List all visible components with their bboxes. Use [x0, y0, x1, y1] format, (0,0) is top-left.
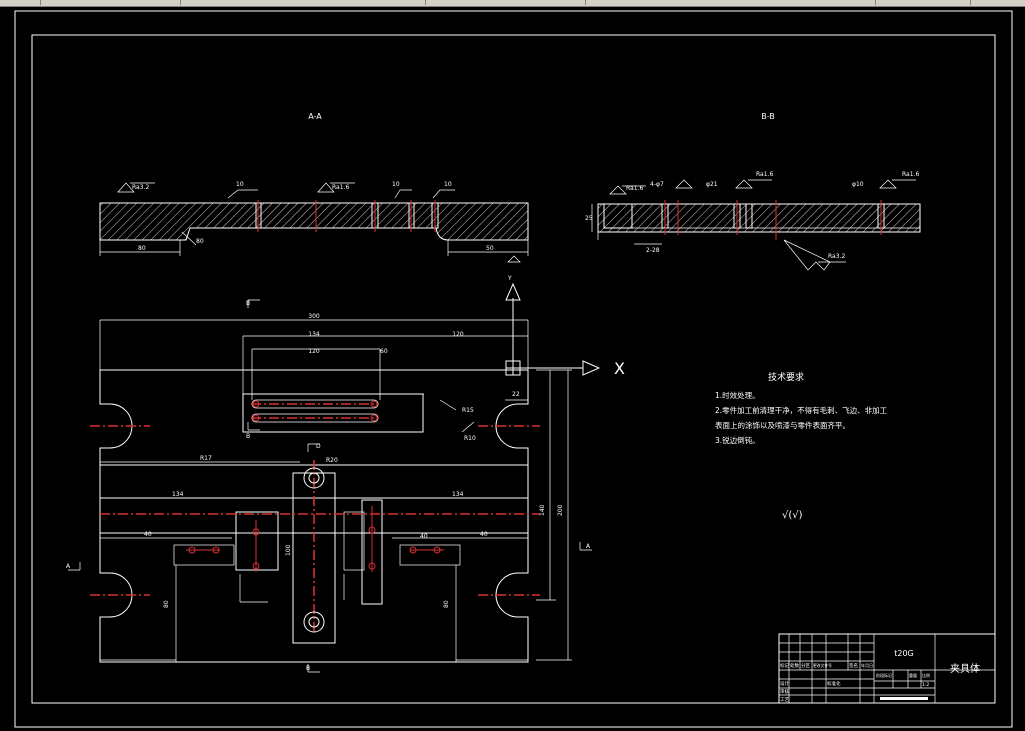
title-block — [778, 633, 996, 704]
marker-b-top: B — [246, 300, 250, 307]
dim-right-80: 80 — [443, 600, 450, 608]
outer-sheet-border — [14, 10, 1013, 728]
tech-req-line-3: 表面上的涂饰以及喷漆与零件表面齐平。 — [715, 420, 850, 430]
toolbar-segment[interactable] — [0, 0, 41, 5]
tech-req-line-4: 3.锐边倒钝。 — [715, 435, 760, 445]
dim-left-134: 134 — [172, 491, 184, 498]
title-row-label: 年月日 — [861, 662, 873, 668]
bb-callout-d21: φ21 — [706, 181, 718, 188]
aa-dim-right: 50 — [486, 245, 494, 252]
toolbar-segment[interactable] — [40, 0, 181, 5]
aa-roughness-1: Ra3.2 — [132, 184, 149, 191]
title-row-label: 签名 — [849, 662, 858, 669]
dim-height-140: 140 — [539, 504, 546, 516]
dim-22: 22 — [512, 391, 520, 398]
marker-a-right: A — [586, 543, 591, 550]
aa-dim-left: 80 — [138, 245, 146, 252]
tech-req-line-2: 2.零件加工前清理干净，不得有毛刺、飞边、非加工 — [715, 405, 888, 415]
view-marker-arrows — [68, 299, 592, 673]
section-aa-label: A-A — [308, 112, 322, 121]
toolbar-segment[interactable] — [585, 0, 876, 5]
title-std-label: 标准化 — [827, 680, 841, 687]
bb-dim-width: 2-28 — [646, 247, 660, 254]
section-aa-view — [99, 182, 529, 263]
bb-callout-holes: 4-φ7 — [650, 181, 664, 188]
title-scale: 1:2 — [922, 682, 929, 688]
title-stage-label: 比例 — [922, 672, 930, 678]
toolbar-segment[interactable] — [425, 0, 586, 5]
dim-slot-120: 120 — [308, 348, 320, 355]
tech-requirements-title: 技术要求 — [768, 371, 804, 383]
title-stage-label: 阶段标记 — [876, 672, 892, 678]
aa-callout-3: 10 — [444, 181, 452, 188]
toolbar-segment[interactable] — [180, 0, 426, 5]
dim-right-120: 120 — [452, 331, 464, 338]
bb-dim-height: 25 — [585, 215, 593, 222]
dim-r20: R20 — [326, 457, 338, 464]
title-left-label: 工艺 — [780, 697, 789, 703]
tech-req-line-1: 1.时效处理。 — [715, 390, 760, 400]
title-row-label: 更改文件号 — [813, 663, 832, 668]
marker-b-mid: B — [246, 433, 250, 440]
dim-slot-134: 134 — [308, 331, 320, 338]
dim-left-80: 80 — [163, 600, 170, 608]
marker-b-bottom: B — [306, 665, 310, 672]
title-row-label: 处数 — [790, 662, 799, 669]
aa-dim-mid: 80 — [196, 238, 204, 245]
plan-view-body — [90, 319, 572, 663]
toolbar-segment[interactable] — [875, 0, 971, 5]
ucs-axis-icon — [505, 282, 601, 376]
title-row-label: 分区 — [801, 662, 810, 669]
dim-r15: R15 — [462, 407, 474, 414]
dim-vertical-100: 100 — [285, 544, 292, 556]
dim-right-134: 134 — [452, 491, 464, 498]
dim-slot-60: 60 — [380, 348, 388, 355]
marker-a-left: A — [66, 563, 71, 570]
title-part-name: 夹具体 — [950, 662, 980, 675]
dim-height-200: 200 — [557, 504, 564, 516]
dim-left-radius: R17 — [200, 455, 212, 462]
title-left-label: 设计 — [780, 680, 789, 687]
dim-r10: R10 — [464, 435, 476, 442]
bb-roughness-2: Ra1.6 — [756, 171, 773, 178]
bb-callout-d10: φ10 — [852, 181, 864, 188]
ucs-y-label: Y — [507, 275, 512, 282]
section-bb-label: B-B — [761, 112, 775, 121]
ucs-x-label: X — [614, 359, 625, 378]
bb-roughness-1: Ra1.6 — [626, 185, 643, 192]
window-top-toolbar — [0, 0, 1025, 7]
title-stage-label: 重量 — [909, 672, 917, 678]
dim-right-40: 40 — [480, 531, 488, 538]
section-bb-view — [591, 179, 921, 271]
title-row-label: 标记 — [780, 662, 789, 669]
title-left-label: 审核 — [780, 688, 789, 695]
dim-overall-length: 300 — [308, 313, 320, 320]
title-drawing-number: t20G — [894, 649, 914, 658]
aa-roughness-2: Ra1.6 — [332, 184, 349, 191]
dim-hole-pitch: 40 — [420, 533, 428, 540]
marker-d-top: D — [316, 443, 321, 450]
aa-callout-1: 10 — [236, 181, 244, 188]
inner-drawing-frame — [31, 34, 996, 704]
dim-left-40: 40 — [144, 531, 152, 538]
bb-roughness-3: Ra1.6 — [902, 171, 919, 178]
aa-callout-2: 10 — [392, 181, 400, 188]
bb-roughness-4: Ra3.2 — [828, 253, 845, 260]
general-roughness-symbol: √(√) — [782, 510, 803, 521]
